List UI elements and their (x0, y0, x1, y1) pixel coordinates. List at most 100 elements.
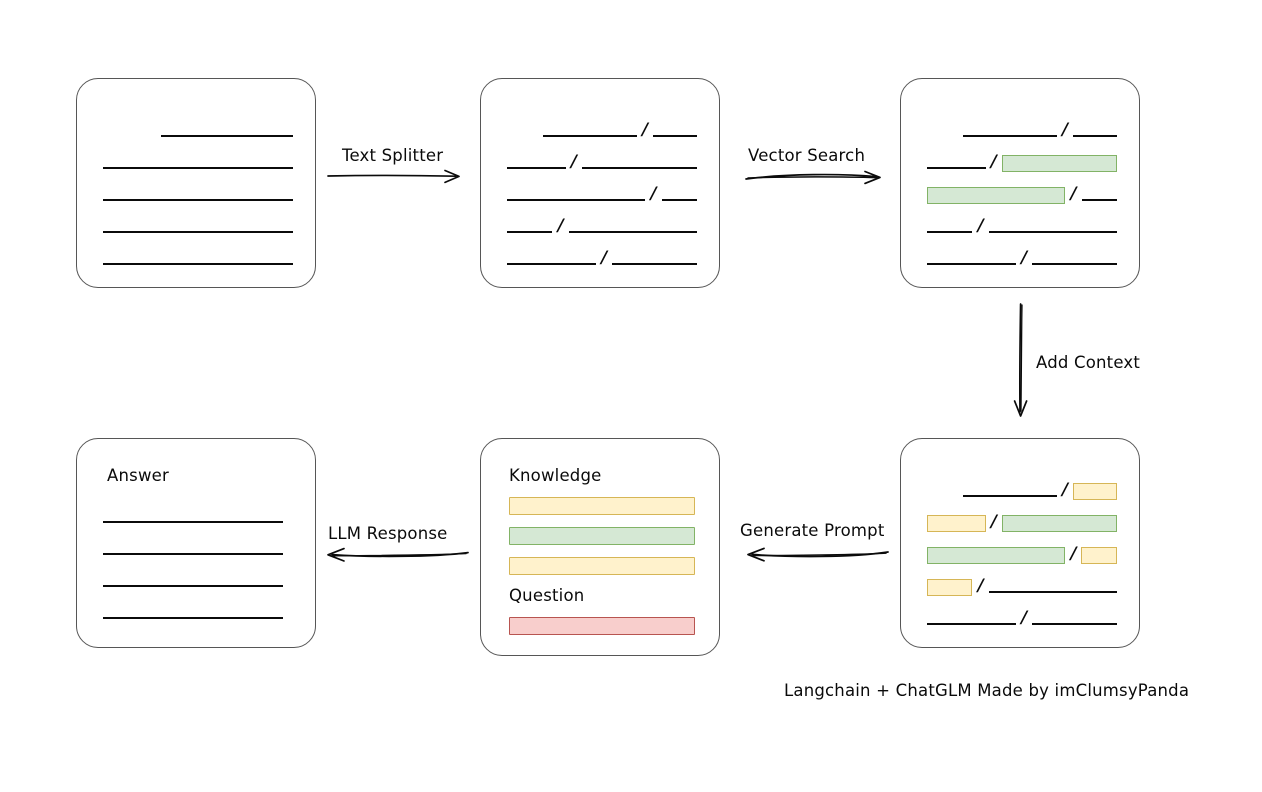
text-row (103, 539, 293, 559)
prompt-knowledge-bar-1 (509, 497, 695, 515)
add-context-arrow-icon (1013, 303, 1028, 417)
text-row: / (927, 217, 1117, 237)
segment-separator-slash: / (990, 511, 997, 532)
edge-label-llm-response: LLM Response (328, 524, 448, 543)
text-row: / (927, 545, 1117, 565)
segment-separator-slash: / (977, 215, 984, 236)
split-document-rows: / / / / / (481, 79, 719, 287)
segment-separator-slash: / (1070, 543, 1077, 564)
text-row: / (927, 577, 1117, 597)
text-row: / (927, 153, 1117, 173)
edge-label-text-splitter: Text Splitter (342, 146, 444, 165)
node-split-document[interactable]: / / / / / (480, 78, 720, 288)
text-row: / (507, 249, 697, 269)
edge-vector-search[interactable] (745, 168, 888, 188)
source-document-rows (77, 79, 315, 287)
edge-text-splitter[interactable] (327, 168, 468, 188)
segment-separator-slash: / (990, 151, 997, 172)
segment-separator-slash: / (650, 183, 657, 204)
text-row: / (507, 185, 697, 205)
segment-separator-slash: / (600, 247, 608, 268)
text-row: / (927, 121, 1117, 141)
node-answer[interactable]: Answer (76, 438, 316, 648)
segment-text-line (963, 495, 1057, 497)
segment-highlight-green (1001, 154, 1117, 172)
segment-text-line (927, 623, 1016, 625)
generate-prompt-arrow-icon (747, 547, 889, 562)
edge-generate-prompt[interactable] (740, 546, 889, 566)
segment-text-line (1072, 135, 1117, 137)
segment-text-line (661, 199, 697, 201)
text-row (103, 249, 293, 269)
segment-text-line (1032, 263, 1117, 265)
segment-highlight-yellow (1072, 482, 1117, 500)
segment-separator-slash: / (641, 119, 648, 140)
text-row: / (927, 481, 1117, 501)
prompt-knowledge-bar-3 (509, 557, 695, 575)
segment-separator-slash: / (1020, 247, 1028, 268)
segment-highlight-yellow (1081, 546, 1117, 564)
segment-text-line (161, 135, 293, 137)
segment-text-line (927, 263, 1016, 265)
answer-rows (77, 439, 315, 647)
text-row: / (927, 513, 1117, 533)
segment-text-line (543, 135, 637, 137)
segment-separator-slash: / (977, 575, 984, 596)
text-row (103, 121, 293, 141)
segment-text-line (581, 167, 697, 169)
segment-text-line (507, 263, 596, 265)
text-row (103, 153, 293, 173)
segment-text-line (927, 167, 986, 169)
segment-text-line (507, 231, 553, 233)
edge-add-context[interactable] (1012, 303, 1034, 422)
prompt-question-bar-1 (509, 617, 695, 635)
segment-text-line (103, 585, 283, 587)
credit-text: Langchain + ChatGLM Made by imClumsyPand… (784, 681, 1190, 700)
text-row (103, 571, 293, 591)
segment-separator-slash: / (1020, 607, 1028, 628)
segment-separator-slash: / (1061, 119, 1068, 140)
node-source-document[interactable] (76, 78, 316, 288)
context-added-document-rows: / / / / / (901, 439, 1139, 647)
segment-text-line (568, 231, 697, 233)
segment-text-line (103, 263, 293, 265)
prompt-knowledge-label: Knowledge (509, 466, 602, 485)
vector-search-arrow-icon (745, 170, 881, 185)
segment-text-line (103, 199, 293, 201)
text-row (103, 185, 293, 205)
edge-llm-response[interactable] (320, 546, 469, 566)
node-prompt[interactable]: Knowledge Question (480, 438, 720, 656)
llm-response-arrow-icon (327, 547, 469, 562)
segment-text-line (507, 167, 566, 169)
segment-text-line (103, 617, 283, 619)
edge-label-vector-search: Vector Search (748, 146, 866, 165)
segment-text-line (103, 521, 283, 523)
segment-highlight-green (1001, 514, 1117, 532)
text-row: / (507, 153, 697, 173)
node-context-added-document[interactable]: / / / / / (900, 438, 1140, 648)
edge-label-generate-prompt: Generate Prompt (740, 521, 885, 540)
text-row: / (927, 249, 1117, 269)
text-row (103, 603, 293, 623)
segment-text-line (963, 135, 1057, 137)
node-vector-matched-document[interactable]: / / / / / (900, 78, 1140, 288)
segment-text-line (988, 231, 1117, 233)
segment-separator-slash: / (1070, 183, 1077, 204)
segment-text-line (988, 591, 1117, 593)
segment-highlight-green (927, 546, 1066, 564)
segment-text-line (612, 263, 697, 265)
segment-highlight-green (927, 186, 1066, 204)
text-row (103, 217, 293, 237)
vector-matched-document-rows: / / / / / (901, 79, 1139, 287)
segment-text-line (1032, 623, 1117, 625)
text-row: / (927, 609, 1117, 629)
text-row: / (507, 121, 697, 141)
segment-text-line (507, 199, 646, 201)
segment-text-line (103, 553, 283, 555)
edge-label-add-context: Add Context (1036, 353, 1141, 372)
segment-text-line (652, 135, 697, 137)
text-row (103, 507, 293, 527)
segment-text-line (927, 231, 973, 233)
segment-separator-slash: / (557, 215, 564, 236)
